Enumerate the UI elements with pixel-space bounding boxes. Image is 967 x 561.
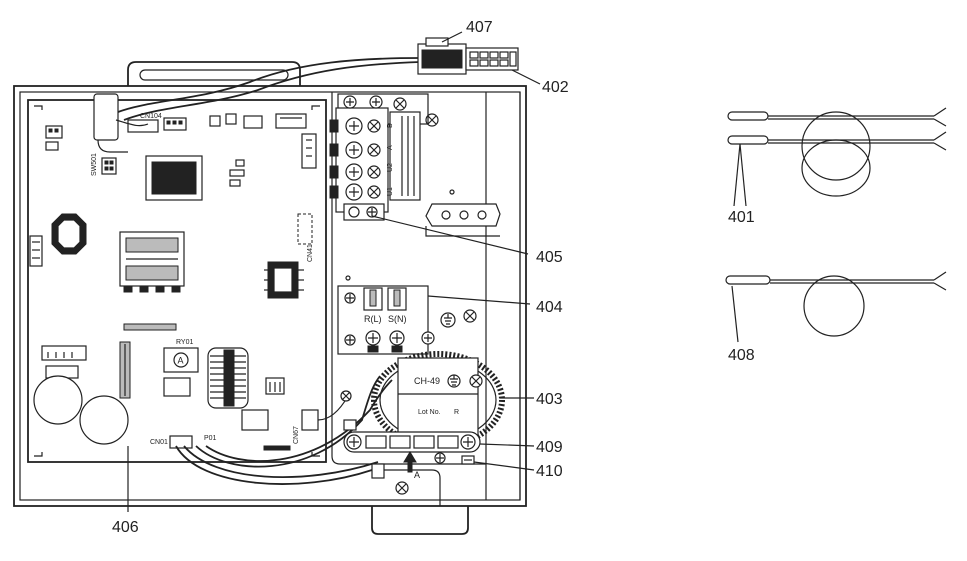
cn41-label: CN41 xyxy=(307,244,314,262)
callout-406: 406 xyxy=(112,519,139,536)
terminal-u2-label: U2 xyxy=(387,163,394,172)
thermistor-pair-401 xyxy=(727,107,947,197)
heatsink-coil xyxy=(207,347,249,409)
terminal-a-label: A xyxy=(387,145,394,150)
terminal-block-405: U1 U2 A B xyxy=(329,95,421,221)
wire-clamp-409 xyxy=(340,390,481,453)
reactor-403: CH-49 Lot No. R xyxy=(371,351,505,449)
reactor-lot: Lot No. xyxy=(418,409,441,416)
ry01-label: RY01 xyxy=(176,339,193,346)
callout-leaders xyxy=(127,31,747,512)
terminal-panel xyxy=(331,92,501,465)
view-arrow-label: A xyxy=(414,470,420,480)
cn67-label: CN67 xyxy=(293,426,300,444)
p01-label: P01 xyxy=(204,435,217,442)
callout-403: 403 xyxy=(536,391,563,408)
callout-405: 405 xyxy=(536,249,563,266)
terminal-u1-label: U1 xyxy=(387,187,394,196)
terminal-rl-label: R(L) xyxy=(364,314,382,324)
callout-409: 409 xyxy=(536,439,563,456)
reactor-model: CH-49 xyxy=(414,376,440,386)
wiring xyxy=(93,57,421,485)
view-arrow-a: A xyxy=(403,451,420,480)
cn104-label: CN104 xyxy=(140,113,162,120)
callout-401: 401 xyxy=(728,209,755,226)
terminal-b-label: B xyxy=(387,123,394,128)
callout-407: 407 xyxy=(466,19,493,36)
cn01-label: CN01 xyxy=(150,439,168,446)
power-terminal-404: R(L) S(N) xyxy=(337,285,456,355)
cable-tie-410 xyxy=(371,452,475,506)
terminal-sn-label: S(N) xyxy=(388,314,407,324)
reactor-lot-suffix: R xyxy=(454,409,459,416)
sw501-label: SW501 xyxy=(91,153,98,176)
callout-410: 410 xyxy=(536,463,563,480)
connector-407 xyxy=(417,37,519,75)
control-pcb: CN104 SW501 CN41 xyxy=(27,99,327,463)
callout-404: 404 xyxy=(536,299,563,316)
ry01-symbol: A xyxy=(178,356,184,366)
callout-402: 402 xyxy=(542,79,569,96)
callout-408: 408 xyxy=(728,347,755,364)
thermistor-408 xyxy=(725,271,947,337)
